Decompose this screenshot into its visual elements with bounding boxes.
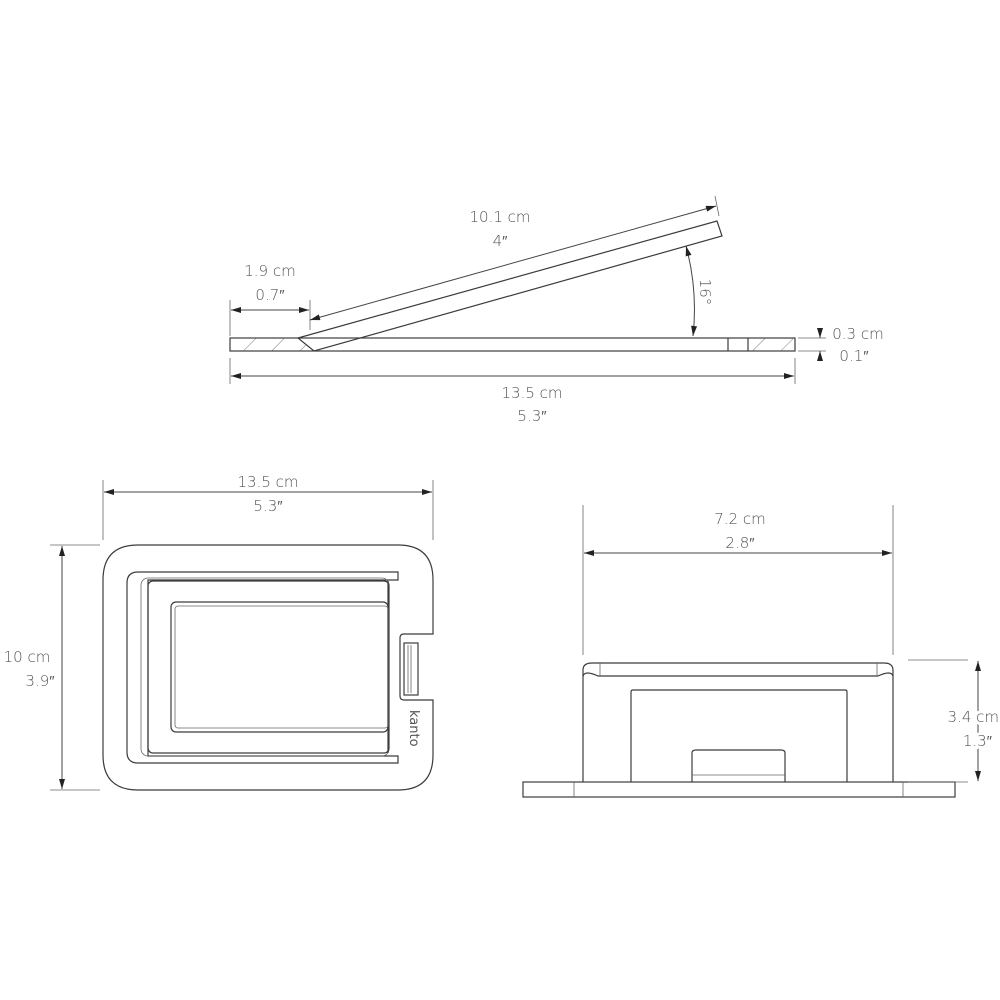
base-length-imperial: 5.3″ bbox=[517, 407, 547, 425]
hinge-offset-metric: 1.9 cm bbox=[244, 262, 295, 280]
front-height-dimension: 10 cm 3.9″ bbox=[1, 544, 100, 791]
thickness-metric: 0.3 cm bbox=[832, 325, 883, 343]
tilt-angle-label: 16° bbox=[696, 279, 714, 306]
base-plate bbox=[229, 337, 796, 352]
front-view: kanto 13.5 cm 5.3″ 10 cm 3.9″ bbox=[1, 473, 434, 791]
tilt-angle-dimension: 16° bbox=[685, 245, 714, 337]
tilted-plate bbox=[296, 220, 723, 352]
base-length-dimension: 13.5 cm 5.3″ bbox=[229, 358, 796, 425]
thickness-imperial: 0.1″ bbox=[839, 347, 869, 365]
profile-width-imperial: 2.8″ bbox=[725, 534, 755, 552]
front-width-imperial: 5.3″ bbox=[253, 497, 283, 515]
plate-length-imperial: 4″ bbox=[493, 232, 509, 250]
kanto-logo: kanto bbox=[406, 710, 421, 747]
hinge-offset-dimension: 1.9 cm 0.7″ bbox=[229, 262, 311, 336]
side-tilt-view: 1.9 cm 0.7″ 10.1 cm 4″ 16° 0.3 cm 0.1″ bbox=[229, 195, 884, 425]
plate-length-dimension: 10.1 cm 4″ bbox=[309, 195, 720, 321]
hinge-offset-imperial: 0.7″ bbox=[255, 286, 285, 304]
front-height-metric: 10 cm bbox=[4, 648, 51, 666]
thickness-dimension: 0.3 cm 0.1″ bbox=[798, 325, 884, 365]
profile-height-metric: 3.4 cm bbox=[948, 708, 999, 726]
profile-view: 7.2 cm 2.8″ 3.4 cm 1.3″ bbox=[522, 505, 1000, 798]
profile-width-dimension: 7.2 cm 2.8″ bbox=[582, 505, 894, 655]
plate-length-metric: 10.1 cm bbox=[469, 208, 530, 226]
front-height-imperial: 3.9″ bbox=[25, 672, 55, 690]
front-width-dimension: 13.5 cm 5.3″ bbox=[102, 473, 434, 540]
base-length-metric: 13.5 cm bbox=[501, 384, 562, 402]
slider-button bbox=[403, 642, 419, 696]
profile-width-metric: 7.2 cm bbox=[714, 510, 765, 528]
profile-height-dimension: 3.4 cm 1.3″ bbox=[908, 659, 1000, 783]
profile-height-imperial: 1.3″ bbox=[963, 732, 993, 750]
front-width-metric: 13.5 cm bbox=[237, 473, 298, 491]
